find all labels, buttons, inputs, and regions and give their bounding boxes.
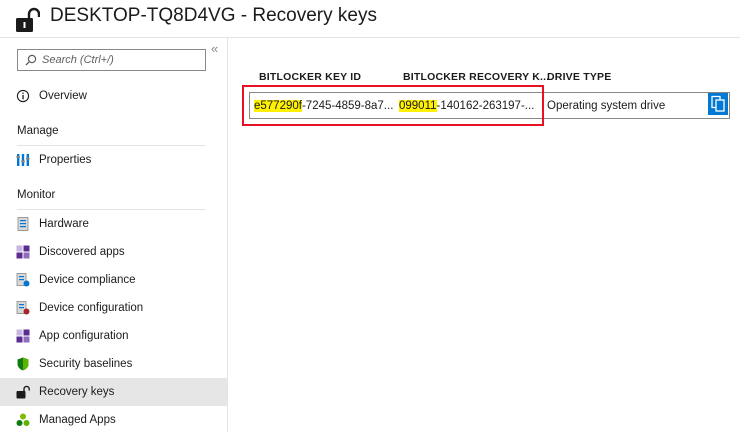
managed-apps-icon [16,413,30,426]
sidebar-item-overview[interactable]: Overview [0,82,227,110]
sidebar-item-label: App configuration [39,330,129,342]
sidebar-item-app-configuration[interactable]: App configuration [0,322,227,350]
sidebar-item-device-configuration[interactable]: Device configuration [0,294,227,322]
sidebar-item-label: Properties [39,154,92,166]
sidebar-item-hardware[interactable]: Hardware [0,210,227,238]
shield-icon [17,357,29,371]
search-icon [25,54,37,66]
divider [17,145,206,146]
copy-icon [711,95,725,112]
document-icon [17,217,29,231]
main-content: BITLOCKER KEY ID BITLOCKER RECOVERY K...… [229,38,740,432]
padlock-icon [16,385,30,399]
section-header-monitor: Monitor [17,189,56,201]
collapse-sidebar-button[interactable]: « [211,41,219,56]
drive-type-cell: Operating system drive [547,100,666,112]
sidebar-item-discovered-apps[interactable]: Discovered apps [0,238,227,266]
sidebar: « Overview Manage Properties Monitor [0,38,228,432]
key-id-cell[interactable]: e577290f-7245-4859-8a7... [254,99,393,113]
sidebar-item-label: Security baselines [39,358,133,370]
highlighted-key-id-prefix: e577290f [254,100,302,112]
copy-button[interactable] [708,93,728,115]
sidebar-item-security-baselines[interactable]: Security baselines [0,350,227,378]
search-input[interactable] [42,51,202,69]
sidebar-item-properties[interactable]: Properties [0,146,227,174]
section-header-manage: Manage [17,125,59,137]
highlighted-recovery-key-prefix: 099011 [399,100,437,112]
recovery-key-cell[interactable]: 099011-140162-263197-... [399,99,534,113]
divider [17,209,206,210]
sidebar-item-label: Hardware [39,218,89,230]
compliance-icon [16,273,30,287]
search-box[interactable] [17,49,206,71]
key-id-suffix: -7245-4859-8a7... [301,100,394,112]
configuration-icon [16,301,30,315]
padlock-icon [16,7,40,32]
sidebar-item-label: Managed Apps [39,414,116,426]
sidebar-item-label: Recovery keys [39,386,115,398]
apps-grid-icon [16,245,30,259]
column-header-drive-type[interactable]: DRIVE TYPE [547,71,612,83]
page-title: DESKTOP-TQ8D4VG - Recovery keys [50,5,377,26]
column-header-recovery-key[interactable]: BITLOCKER RECOVERY K... [403,71,550,83]
sidebar-item-label: Device configuration [39,302,144,314]
sidebar-item-recovery-keys[interactable]: Recovery keys [0,378,227,406]
recovery-key-suffix: -140162-263197-... [436,100,535,112]
properties-icon [16,154,30,166]
column-header-key-id[interactable]: BITLOCKER KEY ID [259,71,362,83]
sidebar-item-label: Overview [39,90,87,102]
title-bar: DESKTOP-TQ8D4VG - Recovery keys [0,0,740,38]
sidebar-item-managed-apps[interactable]: Managed Apps [0,406,227,432]
apps-grid-icon [16,329,30,343]
annotation-highlight-frame [242,85,544,126]
info-icon [16,89,30,103]
sidebar-item-device-compliance[interactable]: Device compliance [0,266,227,294]
table-row[interactable]: e577290f-7245-4859-8a7... 099011-140162-… [249,92,730,119]
sidebar-item-label: Device compliance [39,274,136,286]
sidebar-item-label: Discovered apps [39,246,125,258]
